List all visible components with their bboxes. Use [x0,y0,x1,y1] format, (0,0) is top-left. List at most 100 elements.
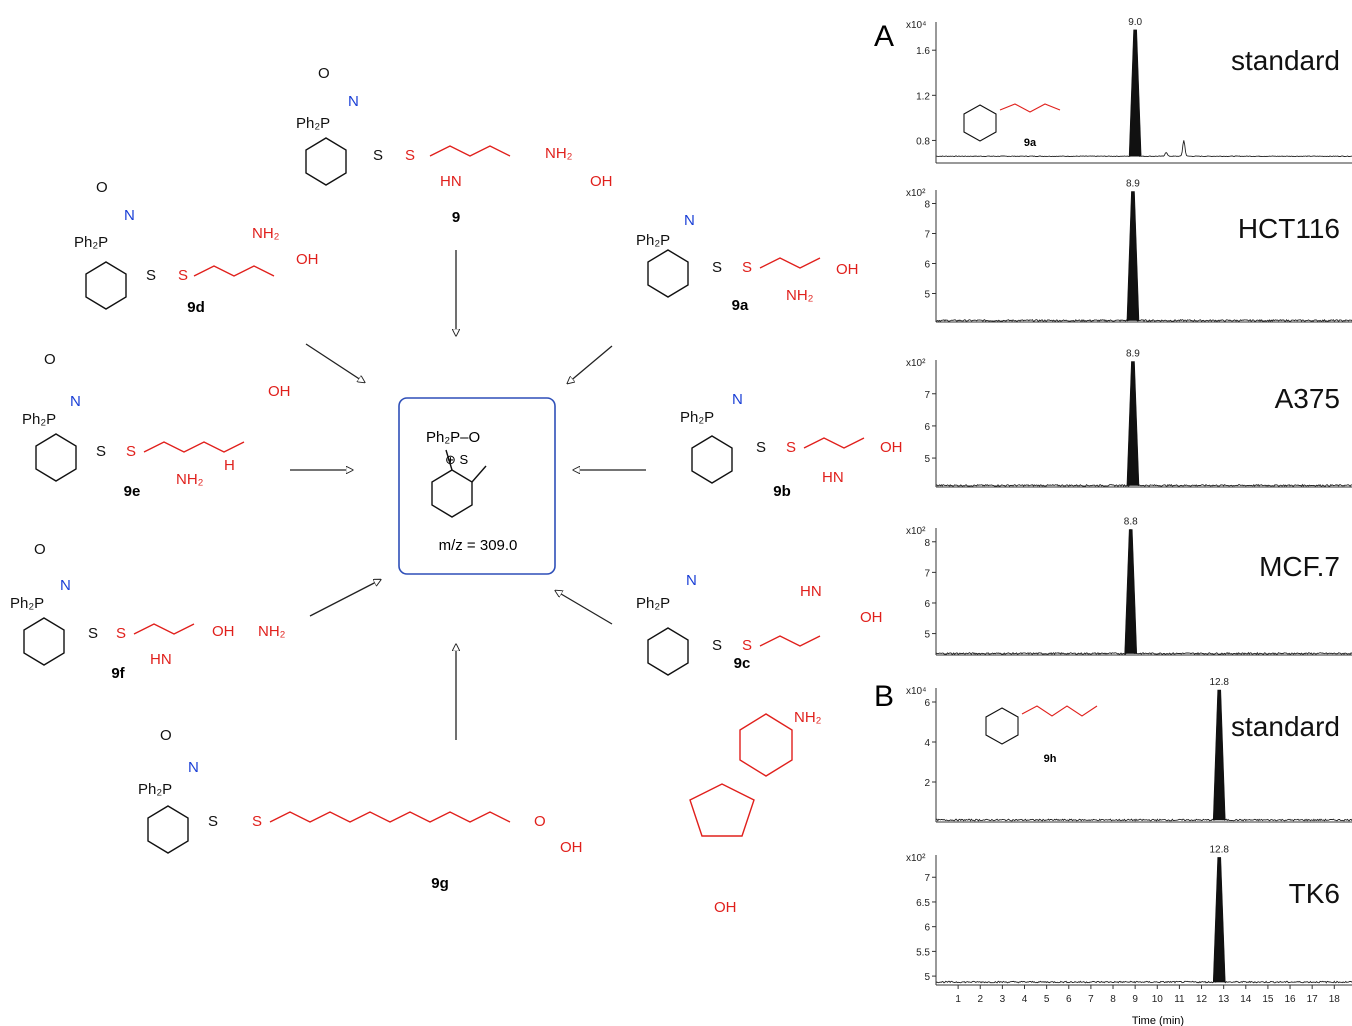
atom-nh2: NH₂ [794,709,822,726]
atom-ph2p: Ph₂P [10,595,44,612]
atom-ph2p: Ph₂P [636,595,670,612]
atom-o: O [44,351,56,368]
atom-ph2p: Ph₂P [636,232,670,249]
atom-ph2p: Ph₂P [74,234,108,251]
y-multiplier: x10² [906,188,926,199]
y-tick-label: 7 [924,568,930,579]
y-tick-label: 7 [924,230,930,241]
benzene-ring [647,627,689,676]
compound-9d: O N Ph₂P S S NH₂ OH 9d [74,179,319,316]
atom-n: N [348,93,359,110]
peak-label: 12.8 [1209,844,1229,855]
central-cation: Ph₂P–O ⊕ S m/z = 309.0 [398,397,556,575]
y-tick-label: 7 [924,390,930,401]
atom-o2: O [534,813,546,830]
atom-s: S [756,439,766,456]
y-tick-label: 6 [924,599,930,610]
atom-s2: S [405,147,415,164]
inset-label: 9h [1044,753,1057,765]
atom-nh2: NH₂ [176,471,204,488]
y-tick-label: 2 [924,778,930,789]
atom-n: N [684,212,695,229]
compound-9: O N Ph₂P S S NH₂ OH HN 9 [296,65,613,226]
atom-n: N [188,759,199,776]
atom-o: O [34,541,46,558]
atom-ph2p: Ph₂P [296,115,330,132]
panel-label-a: A [874,20,894,53]
peak [1128,29,1142,157]
reaction-scheme: Ph₂P–O ⊕ S m/z = 309.0 O N Ph₂P S S [10,65,903,916]
atom-oh: OH [296,251,319,268]
arrow-from-9f [309,580,380,617]
y-tick-label: 1.2 [916,91,930,102]
benzene-ring [691,435,733,484]
arrows [290,250,646,740]
benzene-ring [85,261,127,310]
atom-o: O [96,179,108,196]
y-multiplier: x10² [906,358,926,369]
compound-label: 9c [734,655,751,672]
compound-9c: Ph₂P N S S HN OH 9c [636,572,883,676]
atom-n: N [686,572,697,589]
peak-label: 8.9 [1126,179,1140,190]
adenine-ring [739,713,793,777]
y-tick-label: 4 [924,738,930,749]
trace-line [935,529,1352,656]
y-tick-label: 6 [924,260,930,271]
atom-s2: S [786,439,796,456]
compound-9b: Ph₂P N S S OH HN 9b [680,391,903,500]
peak [1126,361,1140,486]
atom-nh2: NH₂ [545,145,573,162]
atom-s: S [88,625,98,642]
compound-label: 9g [431,875,449,892]
atom-n: N [124,207,135,224]
trace-line [936,29,1352,158]
y-tick-label: 7 [924,873,930,884]
atom-s2: S [252,813,262,830]
compound-9e: O N Ph₂P S S OH NH₂ H 9e [22,351,291,500]
cation-line-2: ⊕ S [445,452,469,467]
peak-label: 8.9 [1126,349,1140,360]
peak-label: 8.8 [1124,517,1138,528]
atom-o: O [318,65,330,82]
y-tick-label: 6 [924,923,930,934]
compound-label: 9e [124,483,141,500]
trace-name: standard [1231,45,1340,76]
inset-label: 9a [1024,137,1037,149]
cation-mz: m/z = 309.0 [439,537,518,554]
atom-hn: HN [150,651,172,668]
compound-9g: O N Ph₂P S S NH₂ OH O OH 9g [138,709,822,916]
atom-ph2p: Ph₂P [22,411,56,428]
peak [1212,689,1226,821]
inset-9a: 9a [963,103,1061,149]
x-tick-label: 6 [1066,994,1072,1005]
atom-h: H [224,457,235,474]
compound-label: 9b [773,483,791,500]
atom-oh: OH [714,899,737,916]
atom-s: S [96,443,106,460]
trace-name: A375 [1275,383,1340,414]
x-tick-label: 3 [1000,994,1006,1005]
atom-ph2p: Ph₂P [680,409,714,426]
benzene-ring [35,433,77,482]
inset-9h: 9h [985,705,1098,765]
y-tick-label: 5.5 [916,947,930,958]
arrow-from-9a [568,345,613,383]
atom-oh: OH [860,609,883,626]
y-multiplier: x10⁴ [906,686,926,697]
atom-hn: HN [822,469,844,486]
y-tick-label: 1.6 [916,46,930,57]
compound-label: 9 [452,209,460,226]
compound-label: 9f [111,665,125,682]
atom-hn: HN [440,173,462,190]
atom-oh2: OH [560,839,583,856]
benzene-ring [305,137,347,186]
y-tick-label: 6.5 [916,898,930,909]
y-tick-label: 6 [924,698,930,709]
compound-9a: Ph₂P N S S OH NH₂ 9a [636,212,859,314]
x-tick-label: 9 [1132,994,1138,1005]
